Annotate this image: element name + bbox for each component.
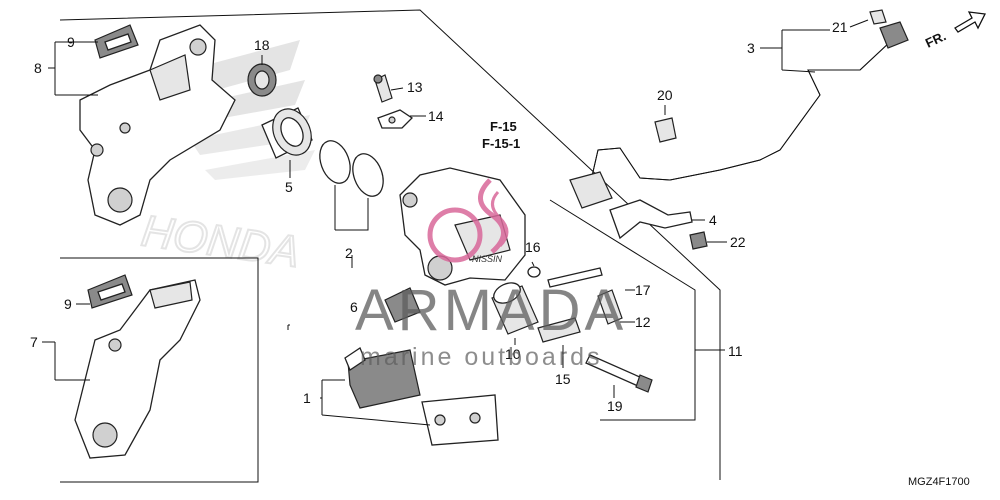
bracket-7-frame — [60, 257, 259, 483]
piston-seals-2 — [319, 140, 384, 197]
diagram-code: MGZ4F1700 — [908, 476, 970, 488]
callout-5: 5 — [285, 179, 293, 195]
callout-6: 6 — [350, 299, 358, 315]
pad-clip-upper — [94, 24, 139, 59]
callout-11: 11 — [728, 343, 743, 359]
callout-18: 18 — [254, 37, 270, 53]
svg-text:NISSIN: NISSIN — [472, 254, 503, 264]
direction-arrow-icon — [954, 11, 986, 33]
callout-9-lower: 9 — [64, 296, 72, 312]
wheel-speed-sensor-3 — [569, 9, 909, 209]
callout-2: 2 — [345, 245, 353, 261]
callout-19: 19 — [607, 398, 623, 414]
boot-12 — [597, 289, 623, 325]
overlay-brand-text: ARMADA — [355, 278, 627, 343]
piston-5 — [261, 107, 313, 159]
pin-bolt-15 — [537, 317, 581, 343]
callout-9-upper: 9 — [67, 34, 75, 50]
bolt-22 — [689, 231, 708, 250]
callout-17: 17 — [635, 282, 651, 298]
washer-16 — [527, 266, 541, 278]
brake-pads-1 — [344, 347, 499, 446]
group-11-bracket — [287, 199, 700, 421]
callout-21: 21 — [832, 19, 848, 35]
callout-12: 12 — [635, 314, 651, 330]
callout-7: 7 — [30, 334, 38, 350]
caliper-bracket-lower — [74, 279, 201, 459]
callout-4: 4 — [709, 212, 717, 228]
callout-16: 16 — [525, 239, 541, 255]
bleeder-screw-13 — [373, 74, 393, 103]
bolt-19 — [585, 354, 653, 393]
callout-15: 15 — [555, 371, 571, 387]
section-ref-f15[interactable]: F-15 — [490, 119, 517, 134]
sleeve-10 — [491, 282, 539, 335]
callout-14: 14 — [428, 108, 444, 124]
pad-clip-lower — [87, 274, 133, 309]
callout-10: 10 — [505, 346, 521, 362]
callout-20: 20 — [657, 87, 673, 103]
caliper-bracket-upper — [79, 24, 236, 226]
callout-1: 1 — [303, 390, 311, 406]
direction-label: FR. — [923, 28, 948, 50]
front-direction-indicator: FR. — [923, 11, 986, 51]
overlay-tagline-text: marine outboards — [360, 343, 603, 371]
cap-14 — [377, 109, 414, 129]
pin-17 — [547, 267, 603, 288]
callout-22: 22 — [730, 234, 746, 250]
callout-8: 8 — [34, 60, 42, 76]
clamp-20 — [654, 117, 677, 143]
watermark-text: HONDA — [139, 206, 303, 277]
section-ref-f15-1[interactable]: F-15-1 — [482, 136, 520, 151]
armada-overlay-watermark: ARMADA marine outboards — [355, 178, 627, 371]
armada-logo-icon — [427, 178, 509, 263]
callout-3: 3 — [747, 40, 755, 56]
assembly-frame-upper — [59, 9, 721, 480]
boot-18 — [247, 63, 277, 97]
leader-lines — [42, 19, 869, 426]
pad-spring-6 — [384, 287, 421, 323]
callout-13: 13 — [407, 79, 423, 95]
sensor-bracket-4 — [609, 199, 693, 240]
